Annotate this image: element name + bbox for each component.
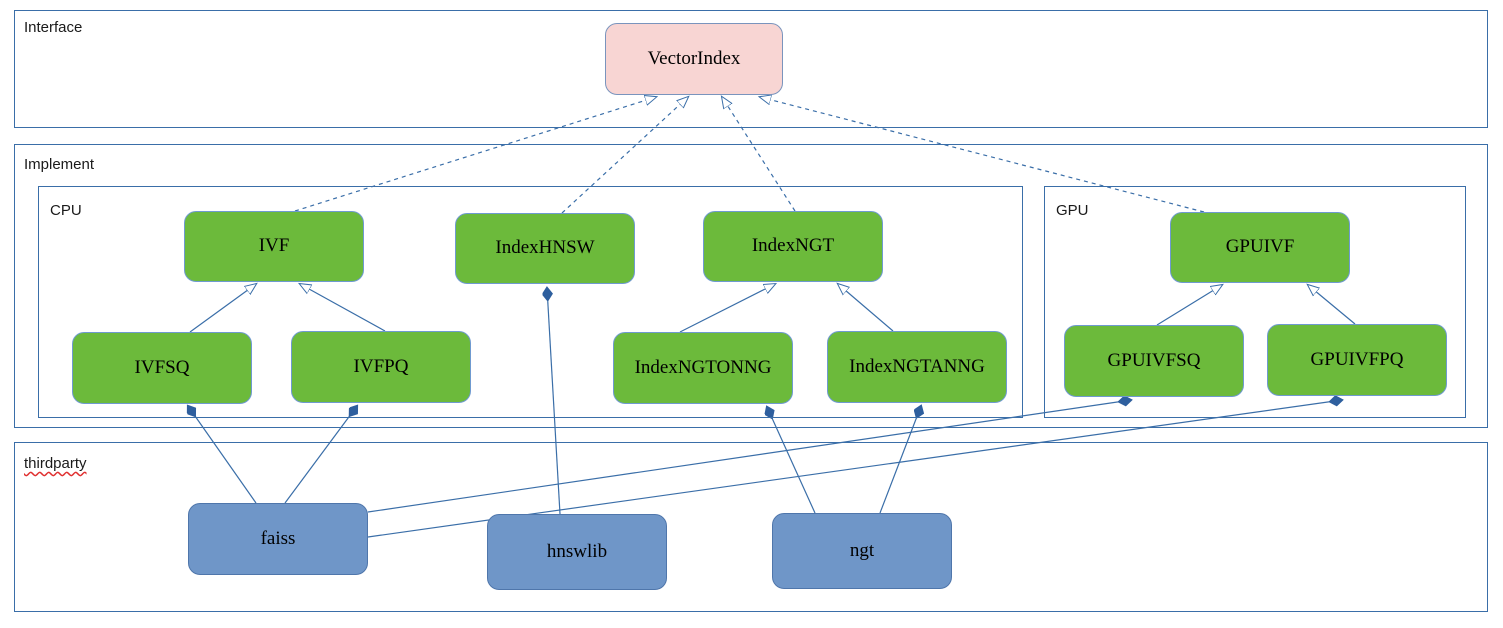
class-node-indexhnsw[interactable]: IndexHNSW [455,213,635,284]
group-box-cpu [38,186,1023,418]
class-node-gpuivfpq[interactable]: GPUIVFPQ [1267,324,1447,396]
group-box-interface [14,10,1488,128]
group-label-thirdparty: thirdparty [24,455,87,472]
class-node-indexngtanng[interactable]: IndexNGTANNG [827,331,1007,403]
class-node-gpuivfsq[interactable]: GPUIVFSQ [1064,325,1244,397]
class-node-hnswlib[interactable]: hnswlib [487,514,667,590]
class-node-gpuivf[interactable]: GPUIVF [1170,212,1350,283]
group-label-cpu: CPU [50,202,82,219]
class-node-indexngt[interactable]: IndexNGT [703,211,883,282]
group-label-implement: Implement [24,156,95,173]
class-node-faiss[interactable]: faiss [188,503,368,575]
class-node-indexngtonng[interactable]: IndexNGTONNG [613,332,793,404]
class-node-ngt[interactable]: ngt [772,513,952,589]
group-box-thirdparty [14,442,1488,612]
class-node-ivfpq[interactable]: IVFPQ [291,331,471,403]
class-node-ivf[interactable]: IVF [184,211,364,282]
class-node-vectorindex[interactable]: VectorIndex [605,23,783,95]
group-label-interface: Interface [24,19,83,36]
class-node-ivfsq[interactable]: IVFSQ [72,332,252,404]
group-box-implement [14,144,1488,428]
group-label-gpu: GPU [1056,202,1089,219]
group-box-gpu [1044,186,1466,418]
